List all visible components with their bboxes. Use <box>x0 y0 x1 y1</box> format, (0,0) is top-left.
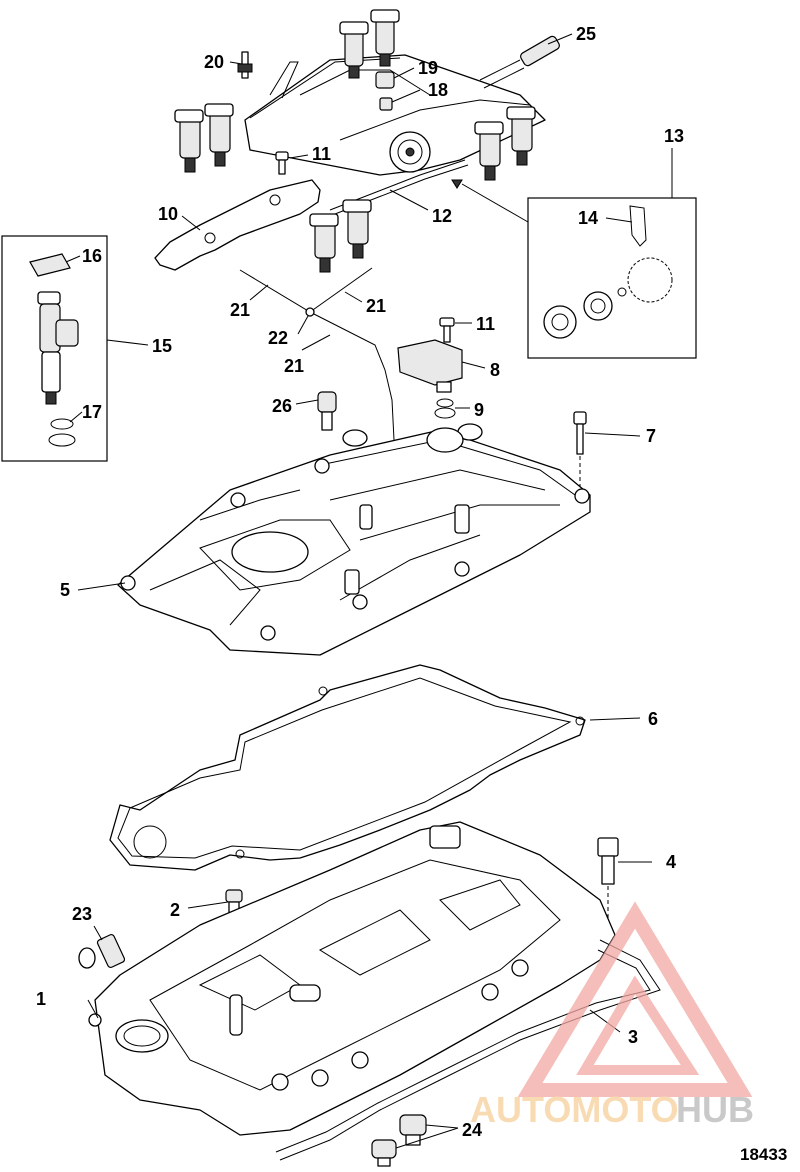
manifold-bolt <box>573 411 587 490</box>
watermark-text-2: HUB <box>676 1089 754 1130</box>
callout-2: 2 <box>170 900 180 920</box>
callout-16: 16 <box>82 246 102 266</box>
callout-18: 18 <box>428 80 448 100</box>
inset-injector <box>37 291 79 405</box>
rail-injector-7 <box>309 213 339 273</box>
callout-4: 4 <box>666 852 676 872</box>
callout-6: 6 <box>648 709 658 729</box>
callout-23: 23 <box>72 904 92 924</box>
fuel-fitting <box>479 35 560 89</box>
callout-12: 12 <box>432 206 452 226</box>
vacuum-fitting <box>317 391 337 431</box>
manifold-plug <box>225 889 243 915</box>
callout-7: 7 <box>646 426 656 446</box>
bracket-hole-2 <box>204 232 216 244</box>
rail-injector-8 <box>342 199 372 259</box>
callout-5: 5 <box>60 580 70 600</box>
callout-11b: 11 <box>476 314 495 334</box>
temp-sensor-1 <box>399 1114 427 1146</box>
callout-25: 25 <box>576 24 596 44</box>
watermark: AUTOMOTO HUB <box>470 901 754 1130</box>
callout-9: 9 <box>474 400 484 420</box>
coolant-fitting <box>78 933 126 969</box>
manifold-gasket <box>109 664 586 871</box>
inset-regulator <box>543 257 673 339</box>
o-ring-upper <box>436 398 454 408</box>
figure-number: 18433 <box>740 1145 787 1164</box>
rail-injector-1 <box>174 109 204 173</box>
leader-lines <box>65 33 673 1149</box>
bracket-hole-1 <box>269 194 281 206</box>
rail-injector-2 <box>204 103 234 167</box>
pressure-regulator <box>389 131 431 173</box>
rail-seal <box>379 97 393 111</box>
callout-10: 10 <box>158 204 178 224</box>
fuel-rail-assembly <box>174 9 560 273</box>
callout-26: 26 <box>272 396 292 416</box>
arrow-marker <box>451 179 463 189</box>
callout-13: 13 <box>664 126 684 146</box>
callout-15: 15 <box>152 336 172 356</box>
inset-clip <box>29 253 71 277</box>
map-sensor <box>397 339 463 393</box>
rail-injector-3 <box>339 21 369 79</box>
lower-intake-manifold <box>88 821 616 1136</box>
inset-o-ring-2 <box>48 433 76 447</box>
inset-retainer-clip <box>629 205 647 247</box>
side-gasket <box>279 939 661 1161</box>
vacuum-hose-branch <box>309 267 373 313</box>
regulator-inset <box>451 179 697 359</box>
sensor-screw <box>439 317 455 343</box>
rail-injector-4 <box>370 9 400 67</box>
upper-intake-manifold <box>117 423 591 656</box>
callout-1: 1 <box>36 989 46 1009</box>
callout-17: 17 <box>82 402 102 422</box>
callouts: 1 2 3 4 5 6 7 8 9 10 11 11 12 13 14 15 1… <box>36 24 684 1140</box>
fuel-rail-bracket <box>154 179 321 271</box>
watermark-text-1: AUTOMOTO <box>470 1089 679 1130</box>
callout-14: 14 <box>578 208 598 228</box>
callout-3: 3 <box>628 1027 638 1047</box>
o-ring-lower <box>434 407 456 419</box>
callout-21a: 21 <box>230 300 250 320</box>
injector-inset <box>1 235 108 462</box>
hose-tee <box>305 307 315 317</box>
temp-sensor-2 <box>371 1139 397 1167</box>
watermark-triangle-inner-icon <box>576 975 700 1075</box>
callout-21c: 21 <box>284 356 304 376</box>
rail-cap <box>375 71 395 89</box>
bracket-screw <box>275 151 289 175</box>
callout-11a: 11 <box>312 144 331 164</box>
callout-20: 20 <box>204 52 224 72</box>
rail-injector-5 <box>474 121 504 181</box>
inset-o-ring-1 <box>50 418 74 430</box>
lower-manifold-bolt <box>597 837 619 930</box>
rail-stud <box>237 51 253 79</box>
callout-21b: 21 <box>366 296 386 316</box>
vacuum-hose <box>239 269 395 441</box>
watermark-triangle-icon <box>517 901 753 1097</box>
rail-injector-6 <box>506 106 536 166</box>
callout-8: 8 <box>490 360 500 380</box>
callout-24: 24 <box>462 1120 482 1140</box>
callout-19: 19 <box>418 58 438 78</box>
callout-22: 22 <box>268 328 288 348</box>
side-gasket-inner <box>275 949 651 1153</box>
